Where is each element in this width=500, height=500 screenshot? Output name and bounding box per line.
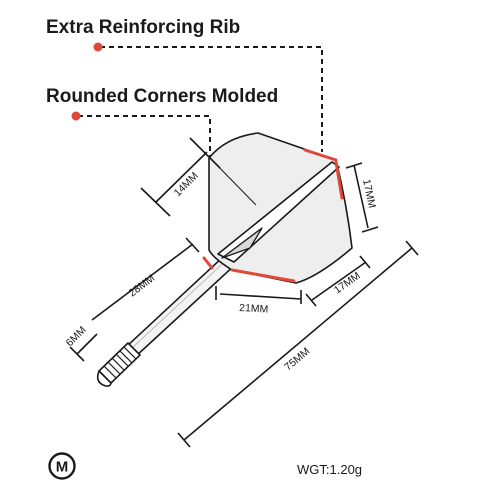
corners-leader-dot xyxy=(71,111,81,121)
size-badge-letter: M xyxy=(56,459,69,476)
dim-75-tick-a xyxy=(177,432,191,448)
rib-leader-dot xyxy=(93,42,103,52)
size-badge-circle xyxy=(48,452,76,480)
dim-17r-tick-a xyxy=(345,162,363,169)
dim-6-line xyxy=(76,333,98,355)
thread-tip xyxy=(96,370,112,387)
dim-75-tick-b xyxy=(405,240,419,256)
callout-reinforcing-rib: Extra Reinforcing Rib xyxy=(46,17,240,38)
dim-21-line xyxy=(219,293,302,300)
thread-ridges xyxy=(103,346,137,379)
dim-14-line xyxy=(155,151,208,203)
dimension-lines xyxy=(69,137,419,448)
rib-leader-line xyxy=(100,46,323,152)
dim-17-right-label: 17MM xyxy=(360,178,378,209)
rounded-corner-accents xyxy=(202,148,344,283)
dim-21-label: 21MM xyxy=(239,302,269,316)
dim-17b-tick-a xyxy=(305,293,317,307)
dim-17b-tick-b xyxy=(359,255,371,269)
dim-28-line xyxy=(91,243,194,321)
accent-top-right xyxy=(303,148,338,162)
dart-flight xyxy=(202,132,353,284)
dim-14-tick-b xyxy=(189,137,221,169)
accent-bottom-left xyxy=(202,256,214,270)
dim-28-label: 28MM xyxy=(127,272,158,299)
size-badge: M xyxy=(48,452,76,480)
dim-17b-line xyxy=(311,261,367,301)
dim-14-label: 14MM xyxy=(172,170,201,199)
dim-17r-tick-b xyxy=(361,226,379,233)
accent-right-upper xyxy=(334,160,344,200)
callout-rounded-corners: Rounded Corners Molded xyxy=(46,86,278,107)
dim-17r-line xyxy=(353,164,369,229)
accent-bottom xyxy=(230,268,296,283)
dim-6-tick xyxy=(69,346,85,362)
flight-rib-wing xyxy=(221,227,263,259)
dim-75-label: 75MM xyxy=(282,345,312,373)
dim-75-line xyxy=(183,247,413,441)
dim-28-tick-b xyxy=(185,237,200,253)
dim-14-tick-a xyxy=(140,187,171,217)
weight-label: WGT:1.20g xyxy=(297,462,362,477)
flight-rib-main xyxy=(217,161,340,263)
callout-leaders xyxy=(78,46,323,250)
